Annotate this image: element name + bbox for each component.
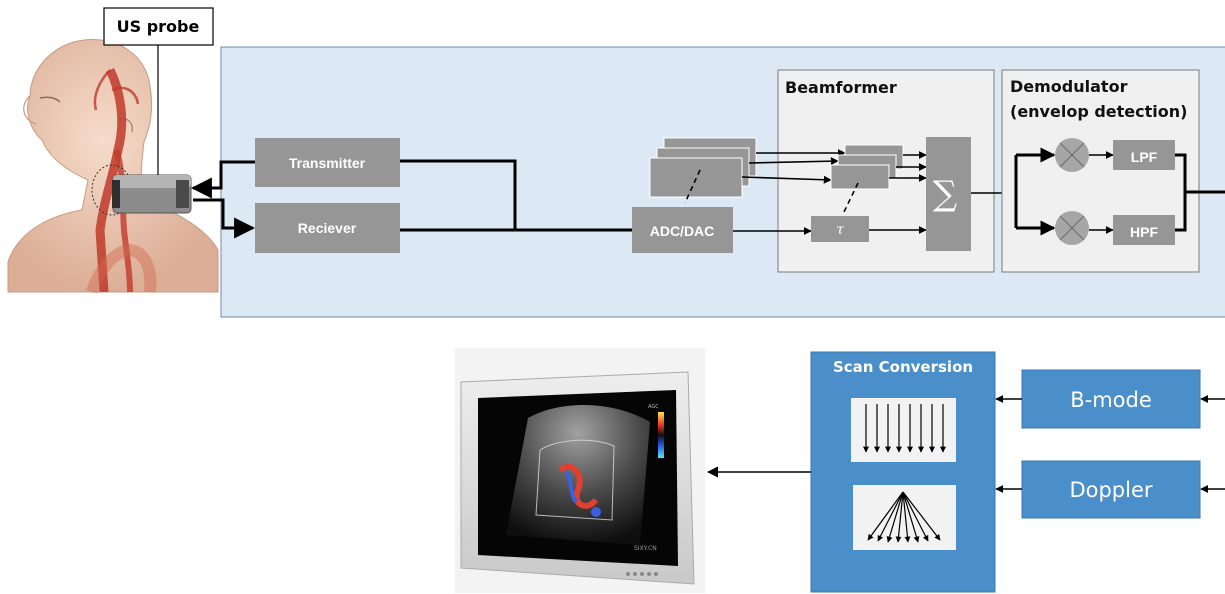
doppler-block: Doppler xyxy=(1021,460,1201,519)
adc-dac-label: ADC/DAC xyxy=(650,223,715,239)
bmode-block: B-mode xyxy=(1021,369,1201,429)
hpf-label: HPF xyxy=(1130,224,1158,240)
delay-block: τ xyxy=(811,216,869,242)
us-probe-label-text: US probe xyxy=(117,17,200,36)
beamformer-title: Beamformer xyxy=(785,78,897,97)
monitor-display: AGC SIXY.CN xyxy=(455,348,705,593)
delay-label: τ xyxy=(836,222,844,238)
ultrasound-probe-icon xyxy=(112,174,192,214)
delay-stack xyxy=(830,144,904,215)
scan-conversion-block: Scan Conversion xyxy=(810,351,996,593)
mixer-bottom-icon xyxy=(1055,211,1089,245)
receiver-block: Reciever xyxy=(255,203,400,253)
adc-channel-stack xyxy=(649,137,757,204)
linear-scan-icon xyxy=(851,398,956,462)
receiver-label: Reciever xyxy=(298,220,357,236)
lpf-block: LPF xyxy=(1113,140,1175,170)
summation-label: ∑ xyxy=(933,174,957,214)
sector-scan-lines xyxy=(867,491,941,543)
transmit-wire xyxy=(190,160,255,199)
us-probe-label: US probe xyxy=(103,7,214,46)
lpf-label: LPF xyxy=(1131,149,1158,165)
linear-scan-lines xyxy=(863,404,946,453)
demodulator-title: Demodulator xyxy=(1010,77,1128,96)
summation-block: ∑ xyxy=(926,137,971,251)
mixer-top-icon xyxy=(1055,138,1089,172)
adc-out-line-3 xyxy=(741,175,832,184)
scan-conversion-title: Scan Conversion xyxy=(833,358,973,376)
transmitter-label: Transmitter xyxy=(289,155,366,171)
bmode-label: B-mode xyxy=(1070,388,1152,412)
transmitter-block: Transmitter xyxy=(255,138,400,187)
monitor-agc-text: AGC xyxy=(648,404,659,410)
demodulator-subtitle: (envelop detection) xyxy=(1010,102,1187,121)
adc-dac-block: ADC/DAC xyxy=(632,207,733,253)
adc-out-line-2 xyxy=(748,157,839,166)
doppler-label: Doppler xyxy=(1069,478,1152,502)
patient-head-illustration xyxy=(7,38,219,294)
hpf-block: HPF xyxy=(1113,215,1175,245)
receive-wire xyxy=(193,198,256,239)
monitor-brand-text: SIXY.CN xyxy=(634,545,657,552)
transmitter-to-adc-wire xyxy=(400,159,517,229)
